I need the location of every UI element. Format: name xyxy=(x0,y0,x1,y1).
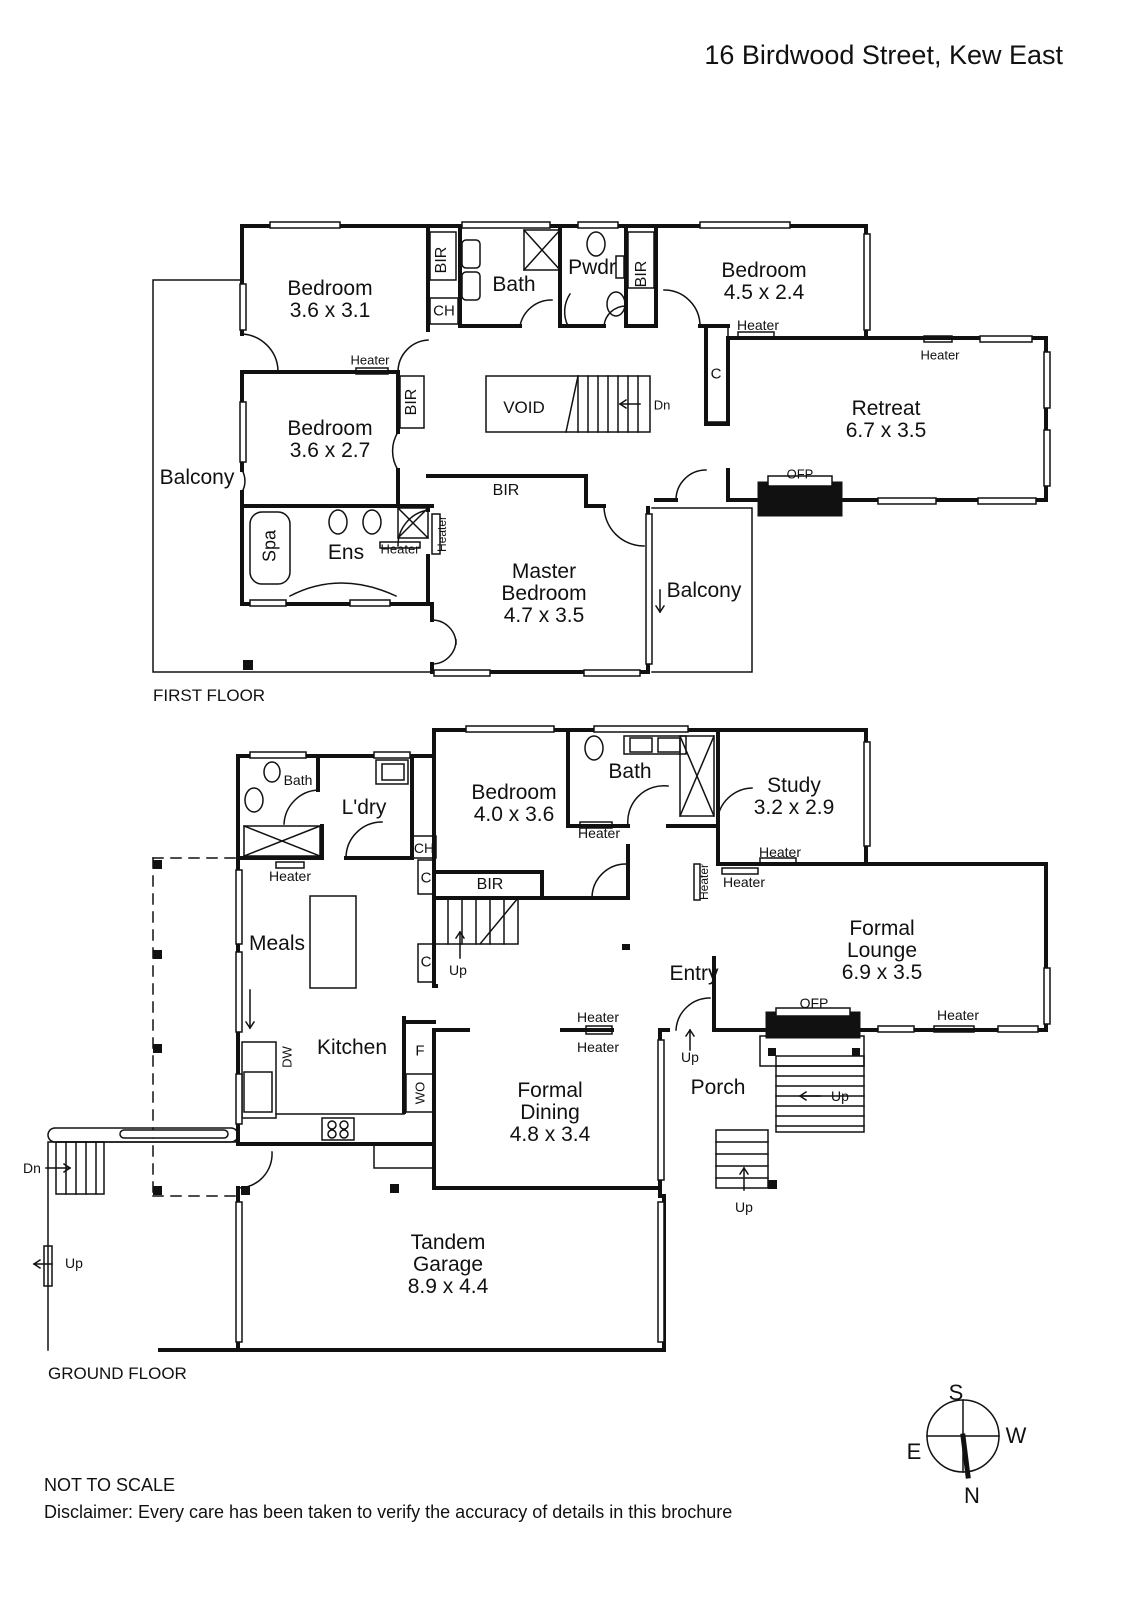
ch-label-first: CH xyxy=(433,302,455,320)
heater-label-5: Heater xyxy=(435,515,449,553)
heater-label-4: Heater xyxy=(380,541,420,557)
room-bath-ground: Bath xyxy=(608,759,652,783)
compass-rose xyxy=(926,1399,1000,1479)
void-label: VOID xyxy=(503,398,545,417)
room-master-bedroom: Master Bedroom 4.7 x 3.5 xyxy=(501,559,587,628)
spa-label: Spa xyxy=(259,529,280,563)
heater-label-ground-5: Heater xyxy=(697,863,711,901)
ground-floor-thin-lines xyxy=(32,735,975,1351)
room-study: Study 3.2 x 2.9 xyxy=(753,773,835,819)
room-bedroom-3-6x2-7: Bedroom 3.6 x 2.7 xyxy=(287,416,373,462)
ground-floor-windows xyxy=(119,725,1051,1343)
fridge-label: F xyxy=(415,1042,425,1060)
room-balcony-right: Balcony xyxy=(666,578,742,602)
compass-north: N xyxy=(964,1483,980,1508)
heater-label-2: Heater xyxy=(736,317,780,333)
up-label-3: Up xyxy=(831,1088,849,1104)
heater-label-ground-3: Heater xyxy=(758,844,802,860)
compass-west: W xyxy=(1005,1423,1027,1448)
ground-floor-posts xyxy=(153,860,860,1195)
bir-label-1: BIR xyxy=(433,246,450,274)
first-floor-balcony-outline xyxy=(152,279,753,673)
scale-note: NOT TO SCALE xyxy=(44,1475,176,1495)
room-entry: Entry xyxy=(669,961,719,985)
heater-label-ground-6: Heater xyxy=(576,1009,620,1025)
c-label-ground-1: C xyxy=(420,869,432,887)
c-label-ground-2: C xyxy=(420,953,432,971)
room-bedroom-4-5x2-4: Bedroom 4.5 x 2.4 xyxy=(721,258,807,304)
room-kitchen: Kitchen xyxy=(316,1035,388,1059)
bir-label-2: BIR xyxy=(403,388,420,416)
room-meals: Meals xyxy=(248,931,306,955)
compass-east: E xyxy=(906,1439,922,1464)
room-bath-small: Bath xyxy=(283,772,313,788)
bir-label-ground: BIR xyxy=(476,876,504,893)
ground-floor-label: GROUND FLOOR xyxy=(48,1364,187,1383)
room-powder: Pwdr xyxy=(568,255,616,279)
room-balcony-left: Balcony xyxy=(159,465,235,489)
first-floor-windows xyxy=(239,221,1051,677)
dishwasher-label: DW xyxy=(279,1046,295,1068)
room-bath-first: Bath xyxy=(492,272,536,296)
first-floor-label: FIRST FLOOR xyxy=(153,686,266,705)
walk-in-pantry-label: WO xyxy=(412,1081,428,1105)
first-floor-doors xyxy=(240,289,707,665)
room-laundry: L'dry xyxy=(341,795,387,819)
room-retreat: Retreat 6.7 x 3.5 xyxy=(845,396,927,442)
heater-label-ground-2: Heater xyxy=(577,825,621,841)
heater-label-ground-4: Heater xyxy=(722,874,766,890)
up-label-4: Up xyxy=(735,1199,753,1215)
room-porch: Porch xyxy=(690,1075,746,1099)
up-label-1: Up xyxy=(449,962,467,978)
dn-label-first: Dn xyxy=(653,397,671,413)
dn-label-ground: Dn xyxy=(23,1160,41,1176)
room-formal-dining: Formal Dining 4.8 x 3.4 xyxy=(509,1078,591,1147)
heater-label-ground-7: Heater xyxy=(576,1039,620,1055)
compass-south: S xyxy=(948,1380,964,1405)
ofp-label-ground: OFP xyxy=(799,995,829,1011)
up-label-5: Up xyxy=(65,1255,83,1271)
up-label-2: Up xyxy=(681,1049,699,1065)
heater-label-ground-8: Heater xyxy=(936,1007,980,1023)
first-floor-fixtures xyxy=(249,228,953,614)
room-bedroom-ground: Bedroom 4.0 x 3.6 xyxy=(471,780,557,826)
room-formal-lounge: Formal Lounge 6.9 x 3.5 xyxy=(841,916,923,985)
room-tandem-garage: Tandem Garage 8.9 x 4.4 xyxy=(407,1230,489,1299)
disclaimer: Disclaimer: Every care has been taken to… xyxy=(44,1502,733,1522)
bir-label-3: BIR xyxy=(633,260,650,288)
room-ensuite: Ens xyxy=(327,540,365,564)
heater-label-ground-1: Heater xyxy=(268,868,312,884)
heater-label-1: Heater xyxy=(350,352,390,368)
ch-label-ground: CH xyxy=(413,840,435,856)
c-label-first: C xyxy=(710,365,722,383)
ofp-label-first: OFP xyxy=(786,466,814,482)
first-floor-fireplace xyxy=(757,481,843,517)
heater-label-3: Heater xyxy=(920,347,960,363)
room-bedroom-3-6x3-1: Bedroom 3.6 x 3.1 xyxy=(287,276,373,322)
property-address: 16 Birdwood Street, Kew East xyxy=(704,40,1063,70)
bir-label-4: BIR xyxy=(492,482,520,499)
